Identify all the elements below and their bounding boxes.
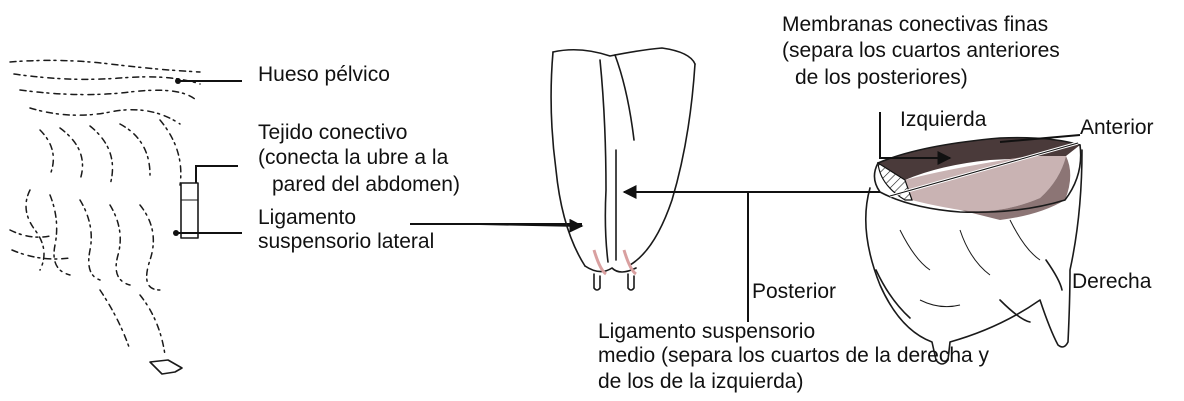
label-hueso-pelvico: Hueso pélvico [258,63,390,86]
label-derecha: Derecha [1072,270,1152,293]
label-membranas-3: de los posteriores) [795,66,968,89]
label-ligamento-lateral-1: Ligamento [258,206,356,229]
side-view-illustration [10,60,200,374]
udder-cross-section [866,138,1082,364]
label-ligamento-medio-2: medio (separa los cuartos de la derecha … [598,344,990,367]
leader-tejido-conectivo [196,166,238,183]
label-ligamento-medio-1: Ligamento suspensorio [598,320,815,343]
label-anterior: Anterior [1080,116,1154,139]
label-ligamento-medio-3: de los de la izquierda) [598,370,803,393]
label-posterior: Posterior [752,280,836,303]
label-membranas-2: (separa los cuartos anteriores [782,39,1060,62]
label-tejido-conectivo-1: Tejido conectivo [258,121,407,144]
label-tejido-conectivo-3: pared del abdomen) [272,173,460,196]
rear-view-udder [551,48,695,290]
label-ligamento-lateral-2: suspensorio lateral [258,230,434,253]
label-izquierda: Izquierda [900,108,987,131]
label-membranas-1: Membranas conectivas finas [782,13,1048,36]
label-tejido-conectivo-2: (conecta la ubre a la [258,146,449,169]
connective-tissue-block [181,183,198,238]
